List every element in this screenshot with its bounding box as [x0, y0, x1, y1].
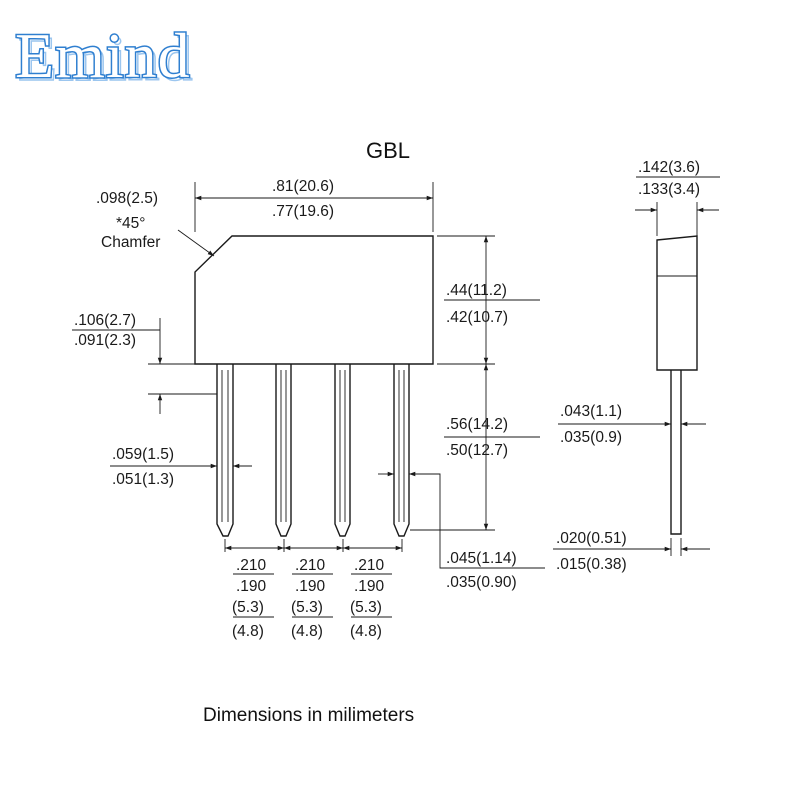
chamfer-label: Chamfer: [101, 234, 160, 251]
lead-tip-min: .035(0.90): [446, 574, 517, 591]
lead-2-center: [280, 370, 287, 522]
chamfer-angle: *45°: [116, 215, 145, 232]
pitch-3-in-max: .210: [354, 557, 385, 574]
lead-tip-max: .045(1.14): [446, 550, 517, 567]
dim-chamfer: .098(2.5) *45° Chamfer: [96, 190, 215, 257]
pitch-2-in-max: .210: [295, 557, 326, 574]
dim-lead-tip: .045(1.14) .035(0.90): [378, 471, 545, 591]
side-lead-thickness-min: .015(0.38): [556, 556, 627, 573]
footer-note: Dimensions in milimeters: [203, 705, 414, 726]
pitch-1-mm-max: (5.3): [232, 599, 264, 616]
lead-2: [275, 364, 292, 537]
logo-text: Emind: [15, 20, 191, 91]
pitch-1-mm-min: (4.8): [232, 623, 264, 640]
pitch-2-in-min: .190: [295, 578, 326, 595]
lead-width-min: .051(1.3): [112, 471, 174, 488]
leads: [216, 364, 410, 537]
pitch-1-in-max: .210: [236, 557, 267, 574]
pitch-2: .210 .190 (5.3) (4.8): [291, 557, 333, 640]
pitch-3: .210 .190 (5.3) (4.8): [350, 557, 392, 640]
lead-offset-min: .091(2.3): [74, 332, 136, 349]
brand-logo: Emind Emind: [14, 19, 194, 95]
package-title: GBL: [366, 138, 410, 163]
dim-side-lead-width: .043(1.1) .035(0.9): [558, 403, 706, 446]
body-thickness-min: .133(3.4): [638, 181, 700, 198]
side-body: [656, 235, 698, 371]
dim-lead-length: .56(14.2) .50(12.7): [410, 364, 540, 531]
body-height-min: .42(10.7): [446, 309, 508, 326]
pitch-1-in-min: .190: [236, 578, 267, 595]
body-width-max: .81(20.6): [272, 178, 334, 195]
body-thickness-max: .142(3.6): [638, 159, 700, 176]
lead-offset-max: .106(2.7): [74, 312, 136, 329]
lead-width-max: .059(1.5): [112, 446, 174, 463]
body-width-min: .77(19.6): [272, 203, 334, 220]
side-lead-width-max: .043(1.1): [560, 403, 622, 420]
body-height-max: .44(11.2): [446, 282, 507, 299]
lead-length-max: .56(14.2): [446, 416, 508, 433]
lead-1-center: [221, 370, 229, 522]
pitch-3-in-min: .190: [354, 578, 385, 595]
dim-lead-width: .059(1.5) .051(1.3): [110, 446, 252, 488]
dim-body-height: .44(11.2) .42(10.7): [437, 235, 540, 365]
lead-4-center: [398, 370, 405, 522]
side-lead-width-min: .035(0.9): [560, 429, 622, 446]
package-body: [194, 235, 434, 365]
lead-4: [393, 364, 410, 537]
pitch-2-mm-max: (5.3): [291, 599, 323, 616]
pitch-3-mm-max: (5.3): [350, 599, 382, 616]
dim-lead-offset: .106(2.7) .091(2.3): [72, 312, 217, 414]
chamfer-size: .098(2.5): [96, 190, 158, 207]
side-lead: [670, 370, 682, 535]
dim-body-width: .81(20.6) .77(19.6): [194, 178, 434, 232]
pitch-1: .210 .190 (5.3) (4.8): [232, 557, 274, 640]
dim-lead-pitch: .210 .190 (5.3) (4.8) .210 .190 (5.3) (4…: [224, 539, 403, 640]
side-lead-thickness-max: .020(0.51): [556, 530, 627, 547]
logo-shadow-text: Emind: [18, 23, 194, 94]
lead-3-center: [339, 370, 346, 522]
lead-length-min: .50(12.7): [446, 442, 508, 459]
side-view: [656, 235, 698, 535]
lead-3: [334, 364, 351, 537]
pitch-3-mm-min: (4.8): [350, 623, 382, 640]
pitch-2-mm-min: (4.8): [291, 623, 323, 640]
dim-body-thickness: .142(3.6) .133(3.4): [635, 159, 720, 236]
dim-side-lead-thickness: .020(0.51) .015(0.38): [553, 530, 710, 573]
lead-1: [216, 364, 234, 537]
